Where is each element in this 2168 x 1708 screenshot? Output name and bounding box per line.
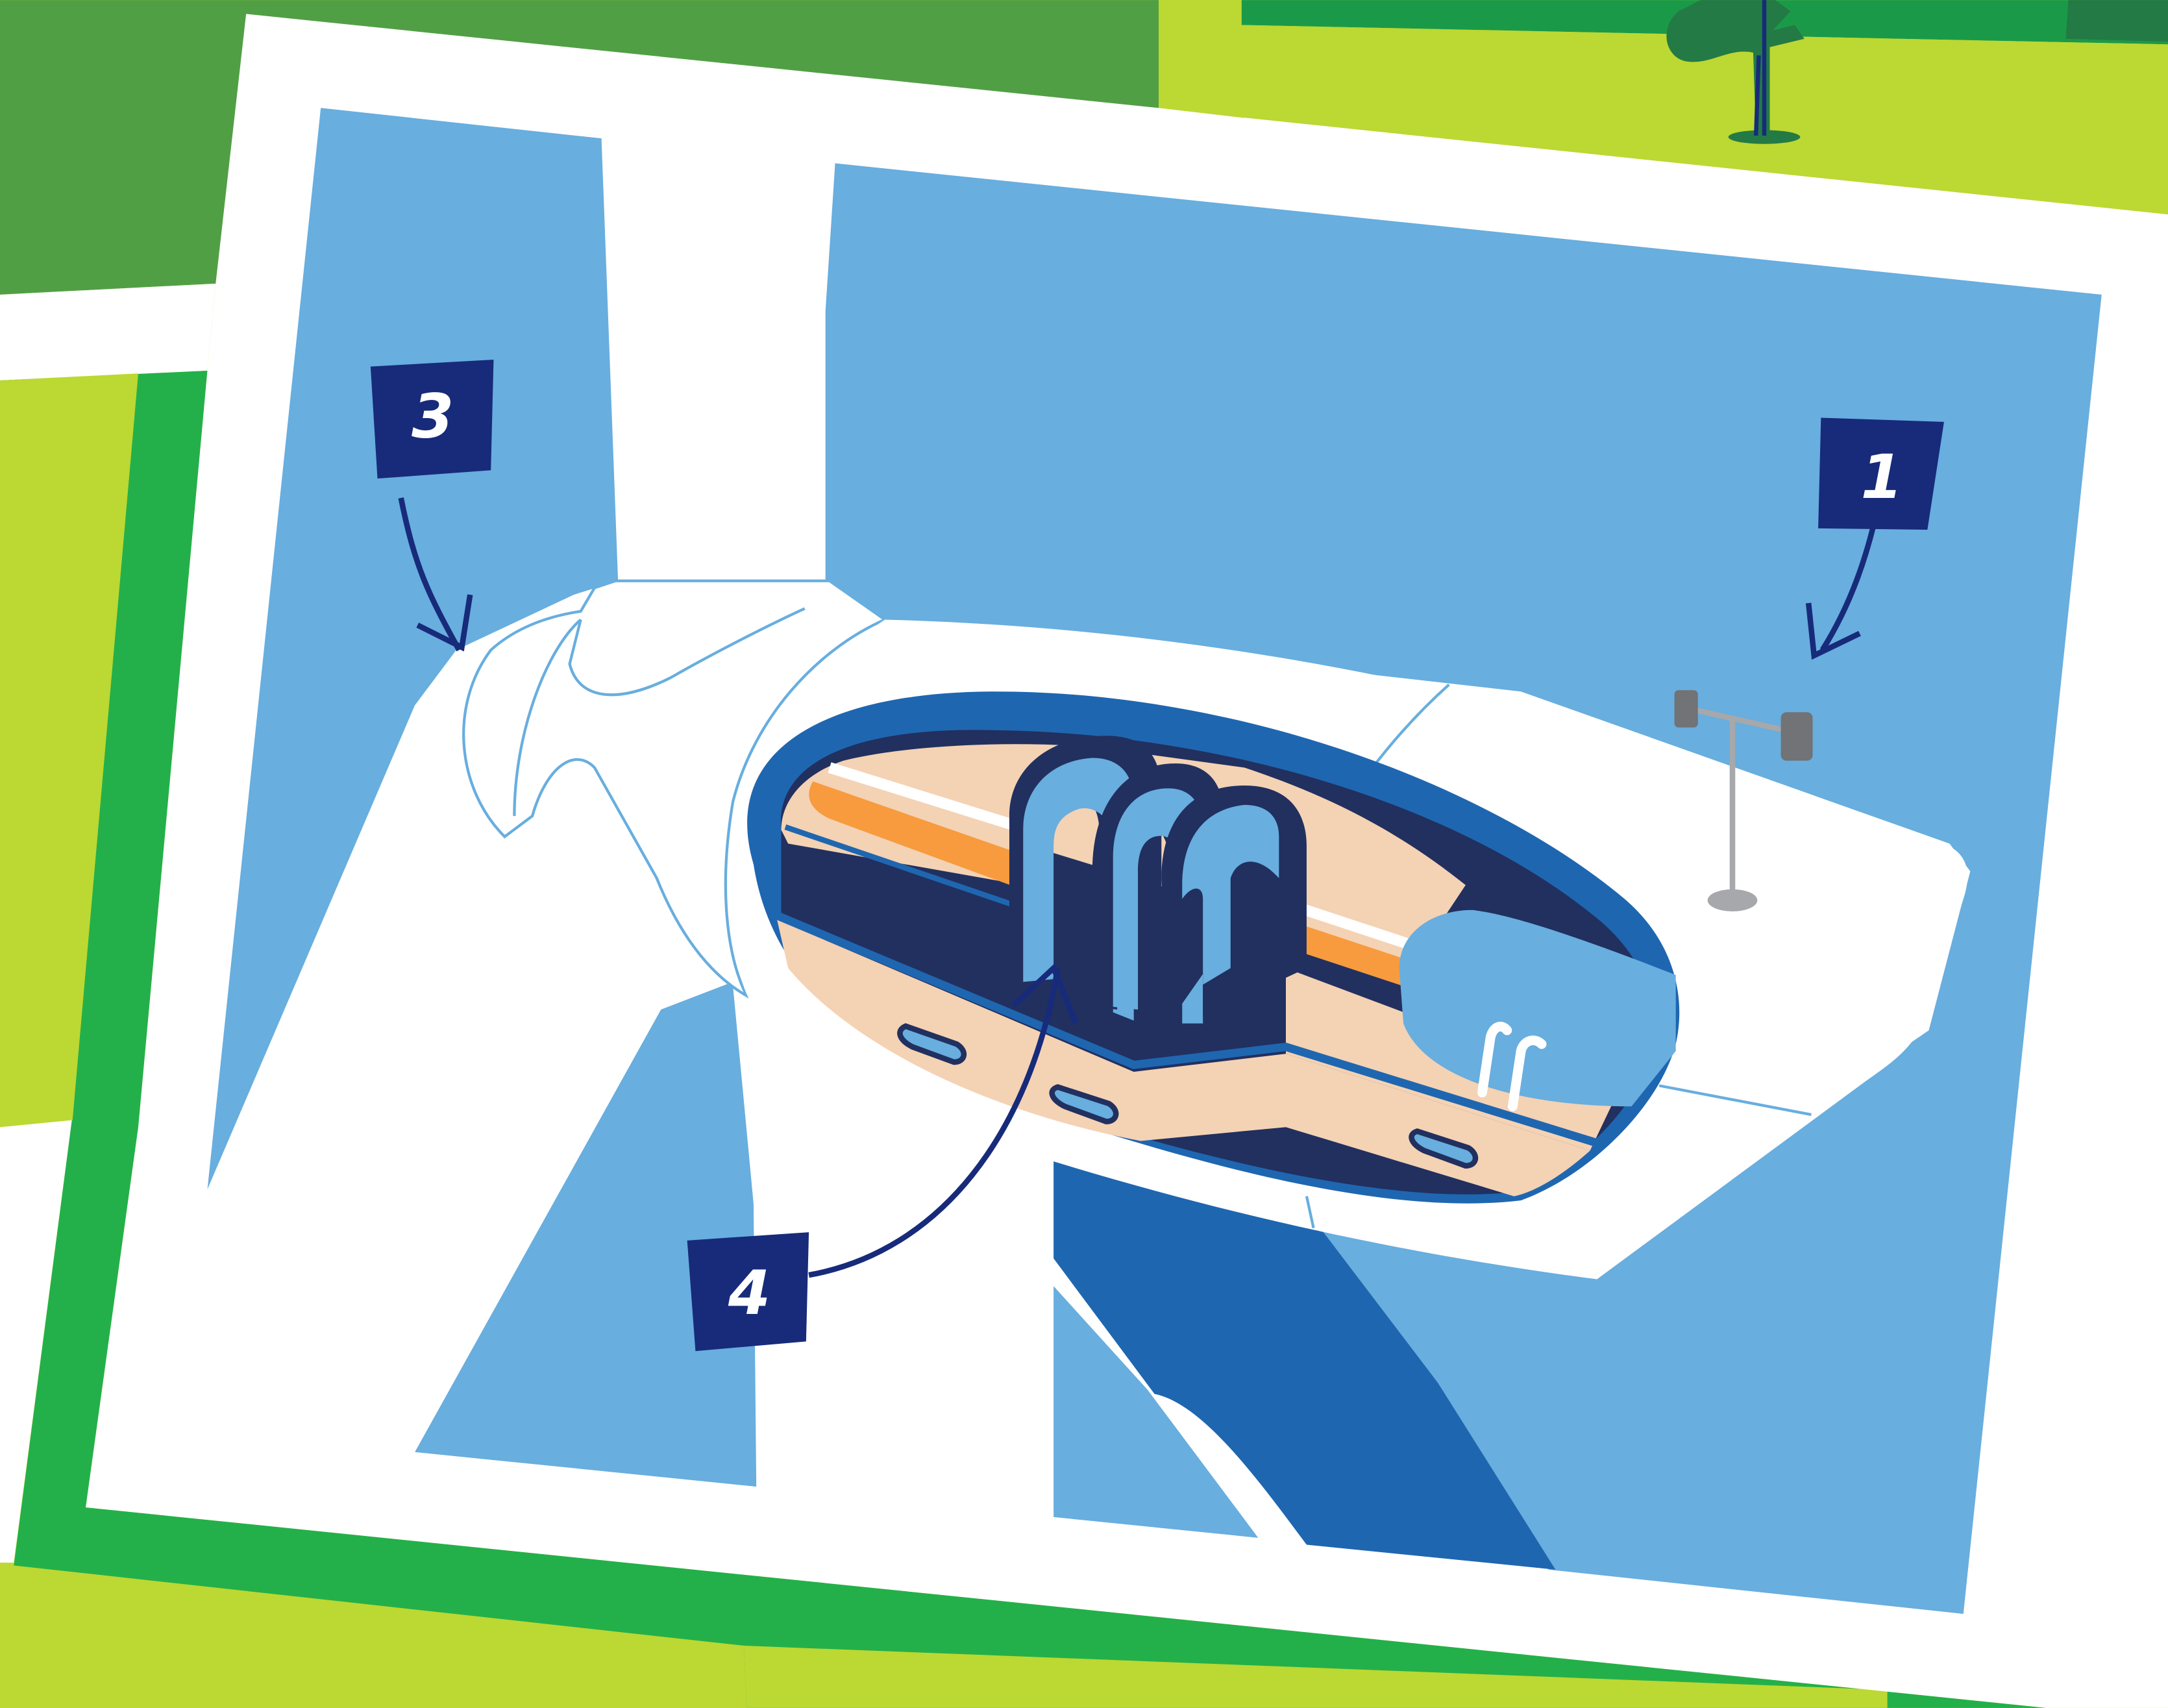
callout-4-label: 4	[728, 1258, 770, 1329]
callout-1-label: 1	[1860, 442, 1903, 513]
callout-3: 3	[371, 360, 494, 478]
callout-4: 4	[687, 1232, 809, 1351]
field-white-strip	[0, 284, 216, 380]
callout-3-label: 3	[412, 381, 454, 452]
callout-1: 1	[1818, 417, 1944, 530]
